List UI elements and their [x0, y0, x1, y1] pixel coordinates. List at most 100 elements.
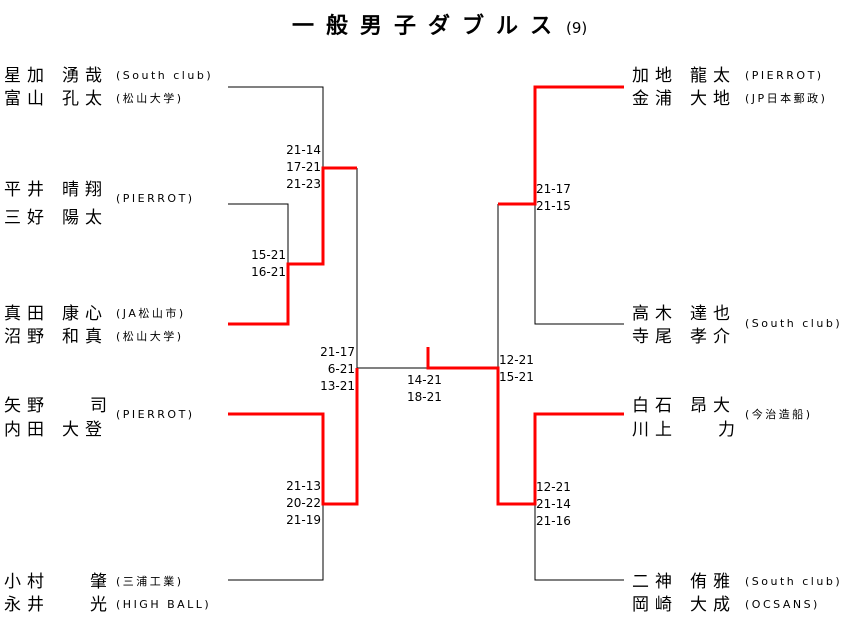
club-right-4b: (OCSANS)	[745, 598, 820, 611]
score-right-semi: 12-21 15-21	[499, 352, 534, 386]
game-score: 18-21	[407, 390, 442, 404]
score-right-r1-top: 21-17 21-15	[536, 181, 571, 215]
family-name: 白石	[632, 396, 678, 416]
family-name: 寺尾	[632, 327, 678, 347]
family-name: 加地	[632, 66, 678, 86]
family-name: 矢野	[4, 396, 50, 416]
club-right-2: (South club)	[745, 317, 843, 330]
game-score: 21-16	[536, 514, 571, 528]
game-score: 21-14	[536, 497, 571, 511]
family-name: 富山	[4, 89, 50, 109]
given-name: 湧哉	[62, 66, 108, 86]
game-score: 15-21	[251, 248, 286, 262]
player-right-3a: 白石昂大	[632, 394, 736, 418]
family-name: 内田	[4, 420, 50, 440]
player-left-2b: 三好陽太	[4, 206, 108, 230]
player-right-1a: 加地龍太	[632, 64, 736, 88]
club-left-3b: (松山大学)	[116, 330, 184, 343]
score-left-r2-bottom: 21-13 20-22 21-19	[286, 478, 321, 529]
given-name: 大成	[690, 595, 736, 615]
game-score: 12-21	[499, 353, 534, 367]
player-right-4a: 二神侑雅	[632, 570, 736, 594]
score-final: 14-21 18-21	[407, 372, 442, 406]
given-name: 大地	[690, 89, 736, 109]
given-name: 光	[90, 595, 113, 615]
family-name: 岡崎	[632, 595, 678, 615]
game-score: 14-21	[407, 373, 442, 387]
family-name: 高木	[632, 304, 678, 324]
club-left-5a: (三浦工業)	[116, 575, 184, 588]
club-right-1a: (PIERROT)	[745, 69, 824, 82]
family-name: 川上	[632, 420, 678, 440]
title-main: 一般男子ダブルス	[292, 14, 565, 39]
family-name: 二神	[632, 572, 678, 592]
club-left-3a: (JA松山市)	[116, 307, 186, 320]
given-name: 力	[718, 420, 741, 440]
game-score: 21-17	[536, 182, 571, 196]
player-right-1b: 金浦大地	[632, 87, 736, 111]
given-name: 龍太	[690, 66, 736, 86]
family-name: 小村	[4, 572, 50, 592]
family-name: 金浦	[632, 89, 678, 109]
game-score: 21-17	[320, 345, 355, 359]
title-number: (9)	[566, 19, 588, 37]
score-left-semi: 21-17 6-21 13-21	[320, 344, 355, 395]
game-score: 21-14	[286, 143, 321, 157]
winner-line-left-4	[228, 368, 359, 506]
winner-line-left-3	[228, 166, 357, 326]
score-left-r1: 15-21 16-21	[251, 247, 286, 281]
club-left-5b: (HIGH BALL)	[116, 598, 212, 611]
family-name: 真田	[4, 304, 50, 324]
club-right-3: (今治造船)	[745, 408, 813, 421]
player-right-2b: 寺尾孝介	[632, 325, 736, 349]
given-name: 孔太	[62, 89, 108, 109]
player-left-5b: 永井 光	[4, 593, 113, 617]
club-left-4: (PIERROT)	[116, 408, 195, 421]
game-score: 20-22	[286, 496, 321, 510]
player-left-2a: 平井晴翔	[4, 178, 108, 202]
line-right-2	[534, 204, 624, 325]
player-right-3b: 川上 力	[632, 418, 741, 442]
line-left-2	[228, 203, 289, 264]
given-name: 和真	[62, 327, 108, 347]
score-right-r1-bottom: 12-21 21-14 21-16	[536, 479, 571, 530]
game-score: 21-19	[286, 513, 321, 527]
player-right-4b: 岡崎大成	[632, 593, 736, 617]
player-left-1b: 富山孔太	[4, 87, 108, 111]
winner-line-right-1	[498, 85, 624, 206]
game-score: 12-21	[536, 480, 571, 494]
family-name: 三好	[4, 208, 50, 228]
given-name: 達也	[690, 304, 736, 324]
game-score: 6-21	[327, 362, 355, 376]
page-title: 一般男子ダブルス(9)	[292, 8, 587, 40]
given-name: 肇	[90, 572, 113, 592]
game-score: 21-13	[286, 479, 321, 493]
player-left-3a: 真田康心	[4, 302, 108, 326]
given-name: 康心	[62, 304, 108, 324]
given-name: 晴翔	[62, 180, 108, 200]
winner-line-right-3	[426, 347, 624, 506]
game-score: 21-23	[286, 177, 321, 191]
club-left-1a: (South club)	[116, 69, 214, 82]
family-name: 永井	[4, 595, 50, 615]
game-score: 13-21	[320, 379, 355, 393]
player-left-1a: 星加湧哉	[4, 64, 108, 88]
player-left-5a: 小村 肇	[4, 570, 113, 594]
game-score: 15-21	[499, 370, 534, 384]
given-name: 侑雅	[690, 572, 736, 592]
club-left-2: (PIERROT)	[116, 192, 195, 205]
family-name: 平井	[4, 180, 50, 200]
club-left-1b: (松山大学)	[116, 92, 184, 105]
line-right-4	[534, 504, 624, 581]
club-right-1b: (JP日本郵政)	[745, 92, 828, 105]
family-name: 沼野	[4, 327, 50, 347]
given-name: 司	[90, 396, 113, 416]
family-name: 星加	[4, 66, 50, 86]
score-left-r2-top: 21-14 17-21 21-23	[286, 142, 321, 193]
line-left-1	[228, 86, 324, 168]
line-left-5	[228, 504, 324, 581]
player-left-4a: 矢野 司	[4, 394, 113, 418]
given-name: 昂大	[690, 396, 736, 416]
game-score: 17-21	[286, 160, 321, 174]
player-left-3b: 沼野和真	[4, 325, 108, 349]
